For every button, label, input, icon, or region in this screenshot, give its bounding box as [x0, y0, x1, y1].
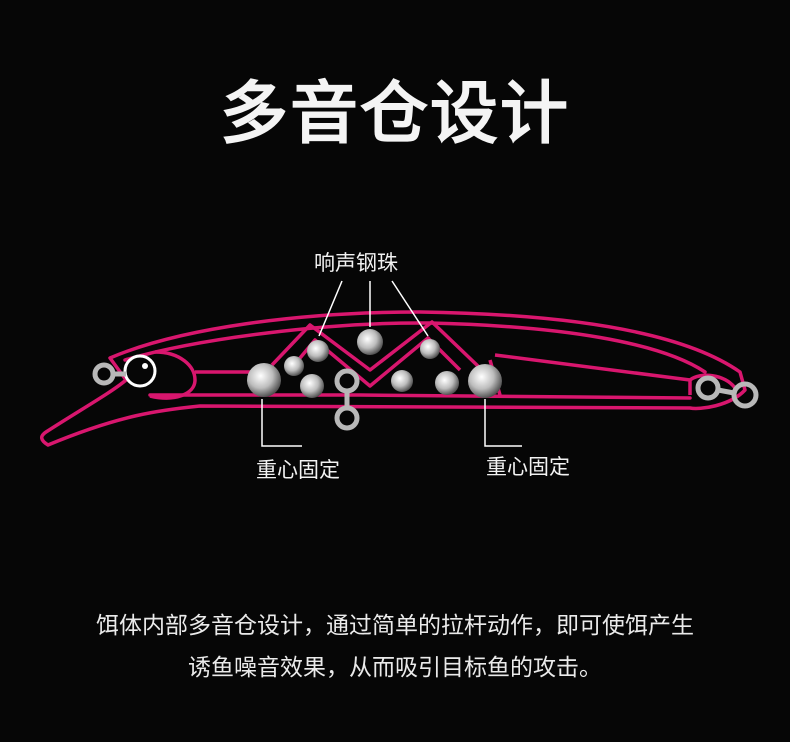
- steel-balls: [247, 329, 502, 398]
- sound-bead: [307, 340, 329, 362]
- eye-icon: [123, 354, 157, 388]
- weight-ball-right: [468, 364, 502, 398]
- leader-lines: [261, 280, 522, 447]
- rear-section: [488, 353, 692, 396]
- sound-bead: [357, 329, 383, 355]
- sound-bead: [391, 370, 413, 392]
- tail-ring-icon: [695, 375, 759, 409]
- sound-bead: [420, 339, 440, 359]
- description-line-1: 饵体内部多音仓设计，通过简单的拉杆动作，即可使饵产生: [96, 613, 694, 639]
- lure-head: [149, 350, 197, 400]
- page-title: 多音仓设计: [219, 74, 570, 154]
- weight-ball-left: [247, 363, 281, 397]
- weight-fixed-label-left: 重心固定: [256, 458, 340, 482]
- description-line-2: 诱鱼噪音效果，从而吸引目标鱼的攻击。: [188, 655, 602, 681]
- steel-beads-label: 响声钢珠: [314, 251, 398, 275]
- belly-hanger-icon: [334, 368, 360, 431]
- line-tie-ring-icon: [92, 362, 126, 386]
- sound-bead: [435, 371, 459, 395]
- weight-fixed-label-right: 重心固定: [486, 455, 570, 479]
- sound-bead: [300, 374, 324, 398]
- sound-bead: [284, 356, 304, 376]
